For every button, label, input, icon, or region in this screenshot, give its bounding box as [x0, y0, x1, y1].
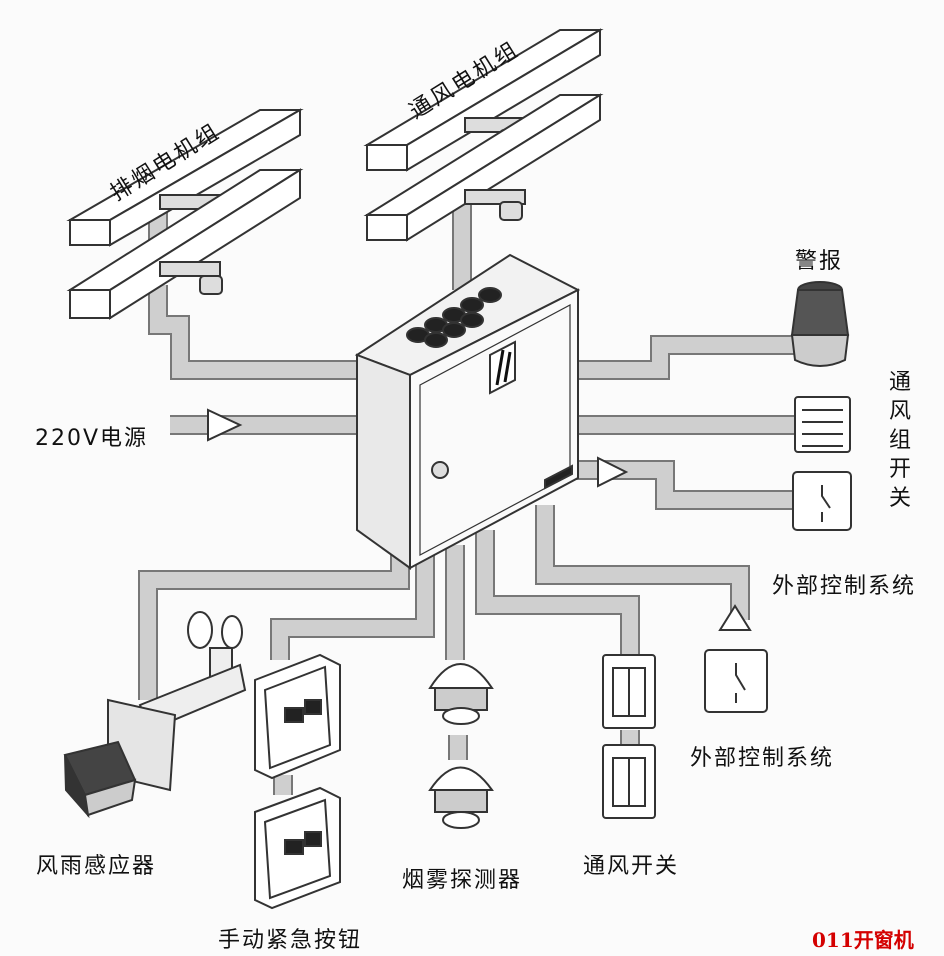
vent-motor-upper: [363, 28, 604, 172]
wind-rain-sensor-icon: [63, 611, 247, 819]
external-control-label-2: 外部控制系统: [690, 746, 835, 771]
control-box: [354, 253, 581, 570]
vent-switch-upper: [602, 654, 656, 729]
smoke-detector-lower: [428, 766, 494, 829]
vent-group-switch-icon: [792, 471, 852, 531]
manual-button-label: 手动紧急按钮: [218, 928, 363, 953]
manual-button-upper: [254, 653, 341, 780]
vent-motor-lower: [363, 93, 604, 242]
vent-switch-lower: [602, 744, 656, 819]
cables: [138, 185, 800, 795]
output-arrow: [597, 456, 629, 488]
vent-group-switch-panel: [794, 396, 851, 453]
smoke-motor-lower: [66, 168, 304, 320]
smoke-detector-label: 烟雾探测器: [402, 868, 523, 893]
external-control-label-1: 外部控制系统: [772, 574, 917, 599]
manual-button-lower: [254, 786, 341, 910]
external-arrow: [718, 604, 752, 631]
wind-rain-sensor-label: 风雨感应器: [36, 854, 157, 879]
alarm-label: 警报: [795, 249, 844, 274]
vent-switch-label: 通风开关: [583, 854, 680, 879]
external-control-switch-icon: [704, 649, 768, 713]
smoke-detector-upper: [428, 663, 494, 725]
alarm-beacon-icon: [790, 281, 850, 367]
power-arrow: [207, 408, 243, 442]
watermark: 011开窗机: [812, 928, 914, 952]
vent-group-switch-label: 通风组开关: [888, 370, 911, 511]
power-label: 220V电源: [35, 426, 149, 451]
